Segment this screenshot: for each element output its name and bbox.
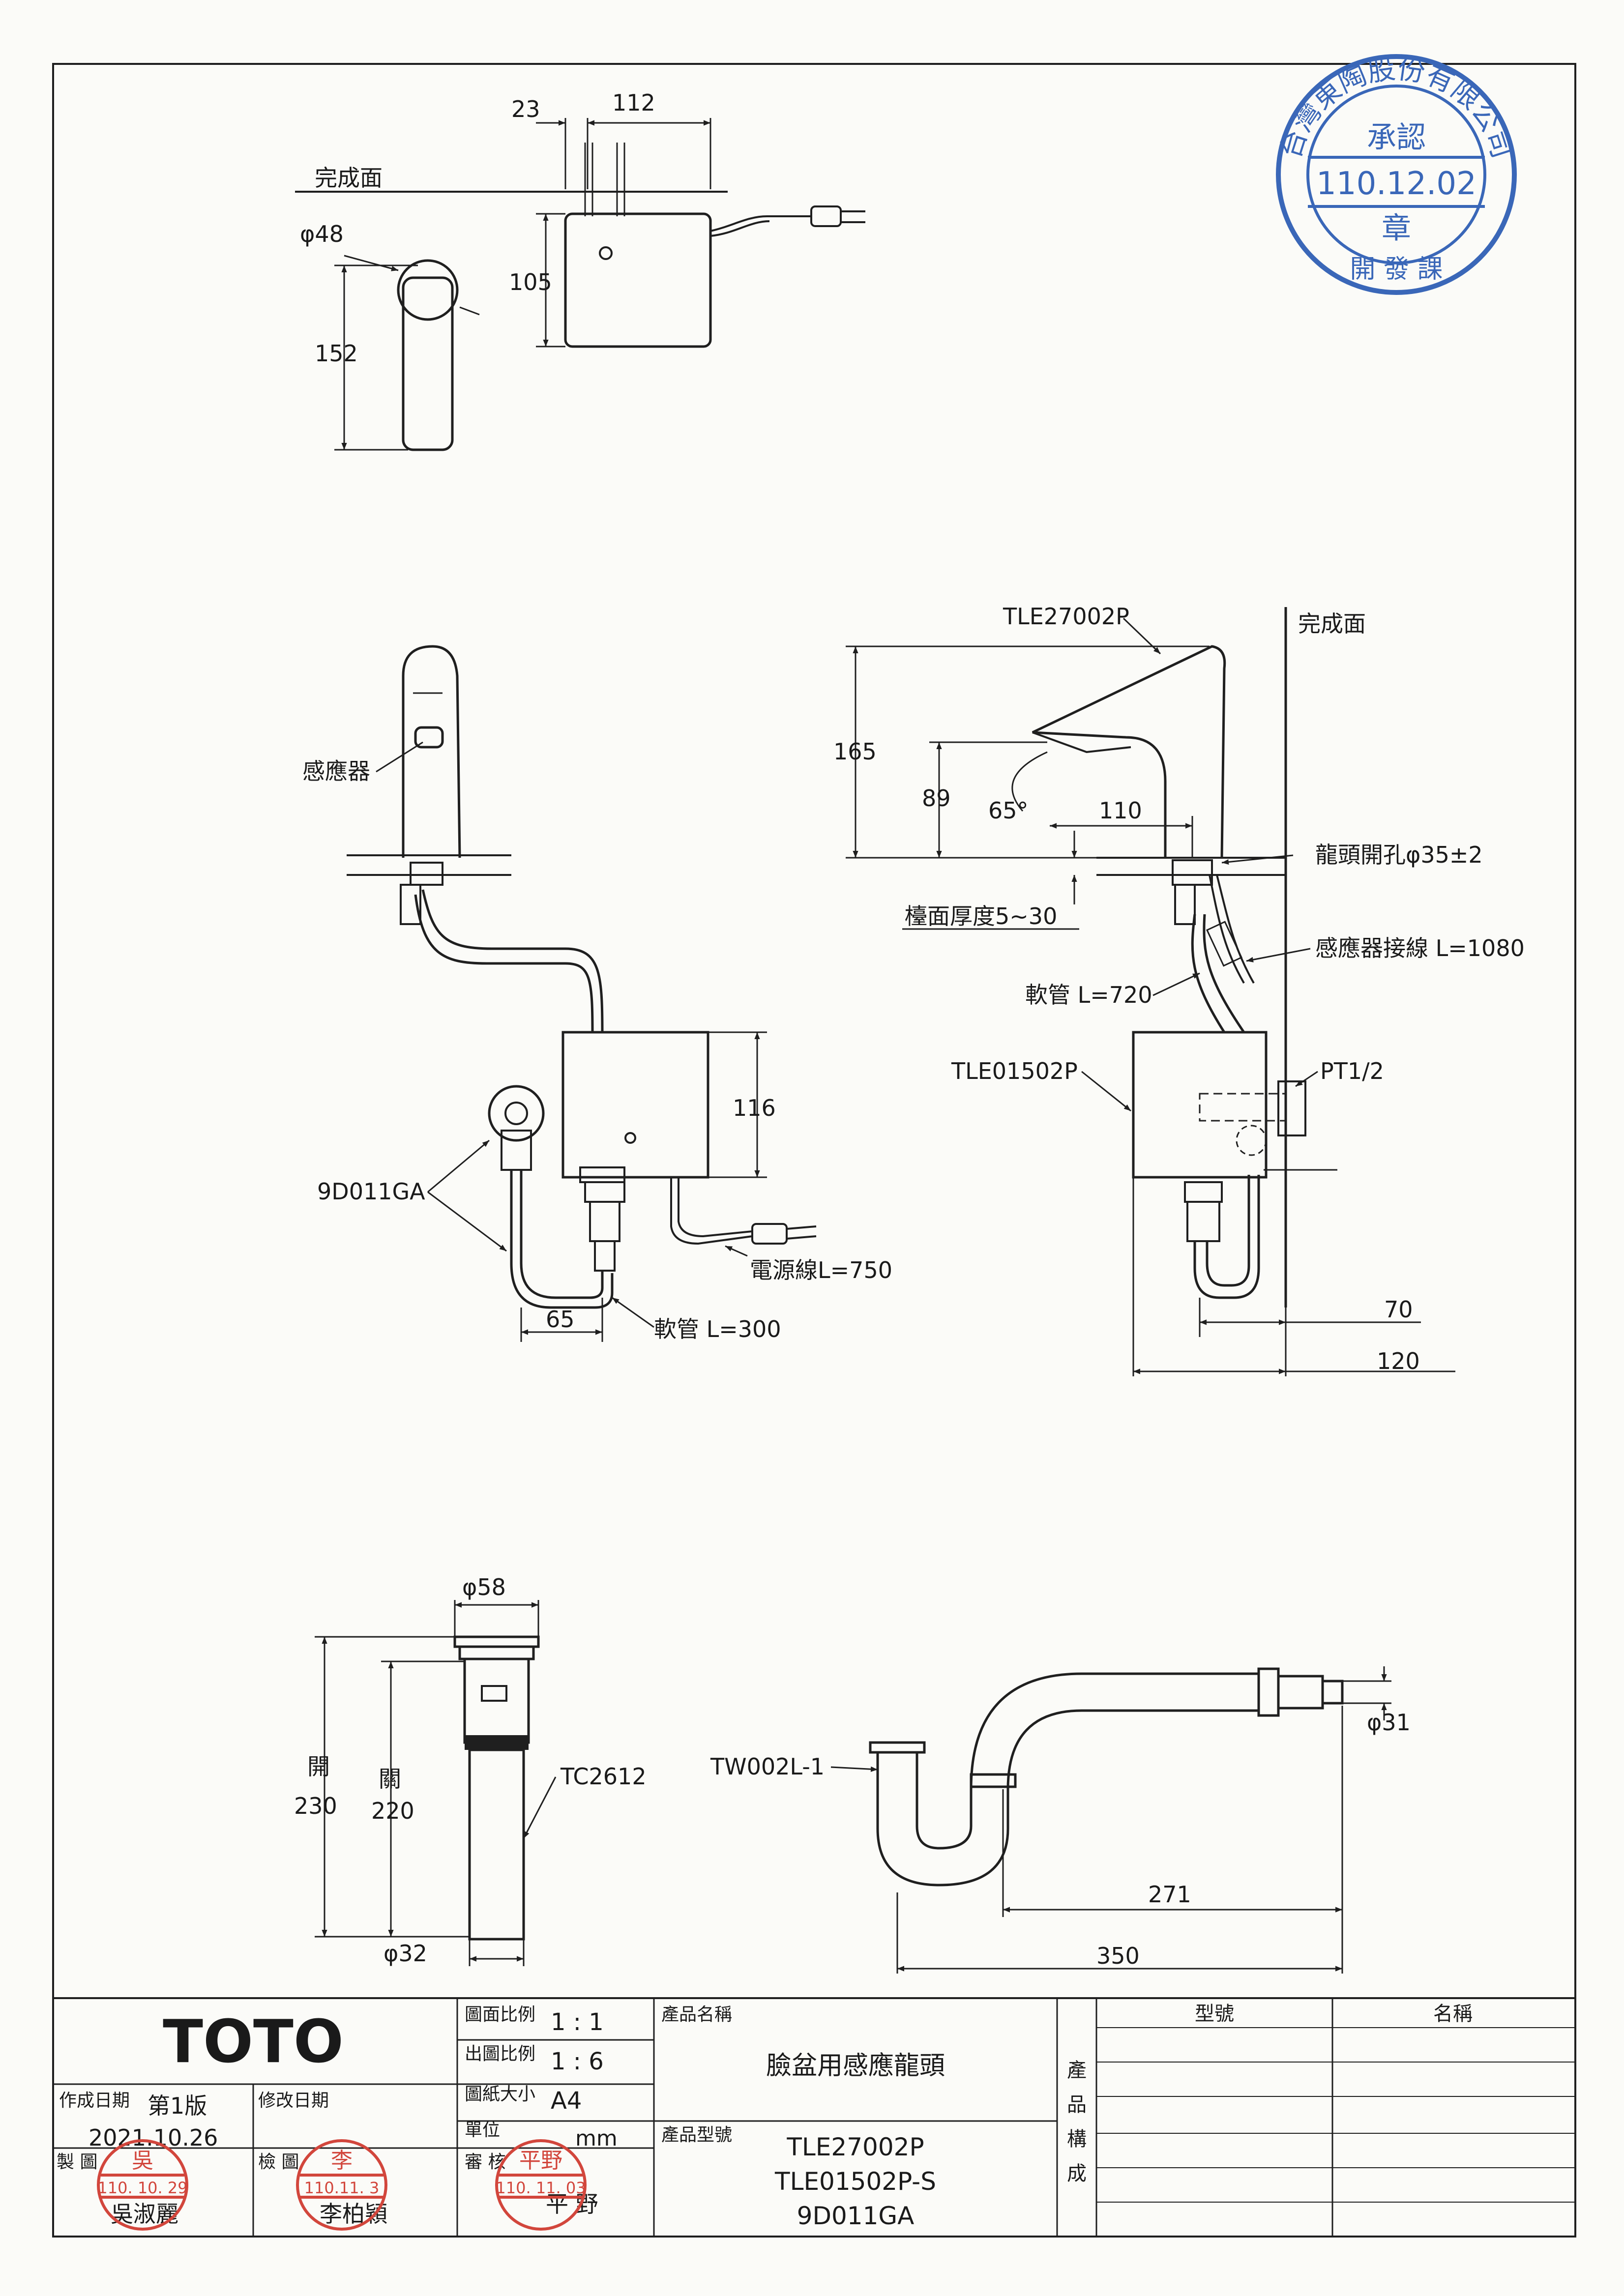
- front-view: 感應器 116 9D011GA: [302, 645, 892, 1342]
- open-label: 開: [307, 1753, 330, 1780]
- tw002l-label: TW002L-1: [710, 1753, 825, 1780]
- sensor-label: 感應器: [302, 758, 370, 785]
- composition-char-4: 成: [1067, 2162, 1087, 2185]
- trap-view: TW002L-1 φ31 271 350: [710, 1666, 1411, 1974]
- model-3: 9D011GA: [797, 2202, 915, 2230]
- maker-stamp: 吳 110. 10. 29: [97, 2139, 188, 2231]
- approval-stamp: 台灣東陶股份有限公司 承認 110.12.02 章 開 發 課: [1274, 53, 1518, 295]
- side-view: 完成面 TLE27002P 165 89 65° 110 龍頭開孔φ35±2 檯…: [833, 603, 1525, 1376]
- scale-drawing-value: 1 : 1: [551, 2008, 604, 2036]
- dim-65: 65: [546, 1306, 575, 1333]
- dim-165: 165: [833, 738, 877, 765]
- checker-stamp-name: 李: [331, 2148, 353, 2173]
- hose-300-label: 軟管 L=300: [654, 1316, 781, 1342]
- unit-value: mm: [575, 2126, 618, 2151]
- sensor-wire-label: 感應器接線 L=1080: [1315, 935, 1525, 961]
- dim-89: 89: [922, 785, 951, 812]
- dim-271: 271: [1148, 1881, 1191, 1908]
- dim-350: 350: [1096, 1943, 1140, 1969]
- open-val: 230: [294, 1793, 337, 1819]
- paper-size-value: A4: [551, 2087, 582, 2115]
- created-date-label: 作成日期: [59, 2091, 130, 2111]
- unit-label: 單位: [465, 2120, 500, 2140]
- finish-surface-label-top: 完成面: [315, 165, 383, 191]
- checker-label: 檢 圖: [258, 2152, 299, 2172]
- dim-112: 112: [612, 89, 655, 116]
- product-model-label: 產品型號: [661, 2125, 732, 2145]
- dim-116: 116: [733, 1095, 776, 1121]
- angle-65: 65°: [988, 797, 1029, 824]
- counter-thickness-label: 檯面厚度5~30: [905, 903, 1057, 930]
- stamp-date: 110.12.02: [1316, 166, 1476, 202]
- product-name: 臉盆用感應龍頭: [766, 2051, 945, 2081]
- part-control-label: TLE01502P: [951, 1058, 1078, 1084]
- model-1: TLE27002P: [786, 2133, 924, 2161]
- hole-label: 龍頭開孔φ35±2: [1315, 842, 1483, 868]
- part-faucet-label: TLE27002P: [1003, 603, 1129, 630]
- dim-phi58: φ58: [462, 1574, 506, 1600]
- dim-phi32: φ32: [384, 1940, 427, 1967]
- reviewer-stamp: 平野 110. 11. 03: [495, 2139, 587, 2231]
- maker-label: 製 圖: [57, 2152, 97, 2172]
- dim-105: 105: [509, 269, 552, 295]
- col-name-header: 名稱: [1433, 2003, 1473, 2025]
- checker-stamp: 李 110.11. 3: [296, 2139, 387, 2231]
- model-2: TLE01502P-S: [774, 2167, 936, 2196]
- scale-drawing-label: 圖面比例: [465, 2005, 535, 2025]
- product-name-label: 產品名稱: [661, 2005, 732, 2025]
- part-9d011ga-label: 9D011GA: [317, 1178, 425, 1205]
- revised-date-label: 修改日期: [258, 2091, 329, 2111]
- maker-stamp-date: 110. 10. 29: [97, 2179, 187, 2197]
- dim-phi48: φ48: [300, 221, 344, 247]
- dim-152: 152: [315, 340, 358, 367]
- version-label: 第1版: [148, 2093, 207, 2119]
- composition-char-2: 品: [1067, 2093, 1087, 2116]
- stamp-dept: 開 發 課: [1350, 255, 1443, 284]
- maker-stamp-name: 吳: [132, 2148, 153, 2173]
- reviewer-stamp-name: 平野: [519, 2148, 562, 2173]
- stamp-approve: 承認: [1367, 120, 1426, 155]
- composition-char-3: 構: [1067, 2128, 1087, 2151]
- checker-name: 李柏穎: [320, 2201, 387, 2227]
- composition-char-1: 產: [1067, 2059, 1087, 2082]
- drain-view: φ58 開 230 關 220 TC2612 φ32: [294, 1574, 647, 1967]
- paper-size-label: 圖紙大小: [465, 2084, 535, 2104]
- created-date: 2021.10.26: [89, 2124, 218, 2151]
- dim-70: 70: [1384, 1296, 1413, 1323]
- pt-label: PT1/2: [1320, 1058, 1384, 1084]
- scale-print-value: 1 : 6: [551, 2048, 604, 2075]
- brand-logo: TOTO: [163, 2008, 344, 2076]
- reviewer-name: 平 野: [546, 2191, 598, 2217]
- dim-120: 120: [1377, 1348, 1420, 1374]
- checker-stamp-date: 110.11. 3: [304, 2179, 380, 2197]
- close-label: 關: [379, 1766, 401, 1792]
- title-block: TOTO 圖面比例 1 : 1 出圖比例 1 : 6 圖紙大小 A4 單位 mm…: [52, 1997, 1576, 2238]
- dim-23: 23: [511, 96, 540, 122]
- col-model-header: 型號: [1195, 2003, 1234, 2025]
- power-cord-label: 電源線L=750: [750, 1257, 892, 1283]
- sheet-border: [52, 63, 1576, 2238]
- scale-print-label: 出圖比例: [465, 2044, 535, 2064]
- hose-720-label: 軟管 L=720: [1025, 982, 1152, 1008]
- tc2612-label: TC2612: [560, 1763, 647, 1790]
- stamp-chapter: 章: [1382, 211, 1411, 246]
- dim-phi31: φ31: [1367, 1709, 1411, 1736]
- dim-110: 110: [1099, 797, 1142, 824]
- close-val: 220: [371, 1798, 414, 1824]
- top-view: 完成面 23 112 105 φ48 1: [295, 89, 865, 451]
- finish-surface-label-side: 完成面: [1298, 610, 1366, 637]
- reviewer-stamp-date: 110. 11. 03: [496, 2179, 586, 2197]
